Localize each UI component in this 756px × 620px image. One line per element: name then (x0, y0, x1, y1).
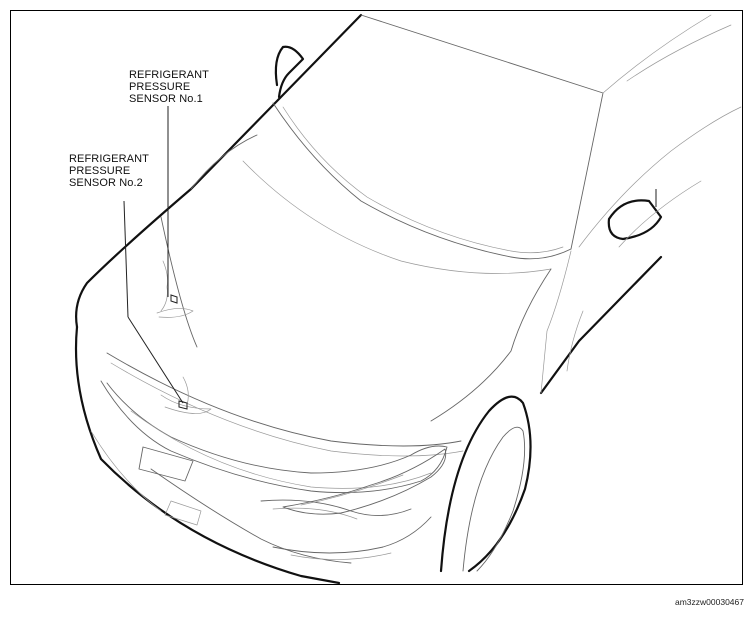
callout-line: SENSOR No.2 (69, 177, 143, 189)
leader-lines (123, 106, 184, 404)
callout-line: REFRIGERANT (129, 69, 209, 81)
callout-line: PRESSURE (69, 165, 131, 177)
callout-refrigerant-pressure-sensor-no1: REFRIGERANT PRESSURE SENSOR No.1 (129, 69, 209, 105)
illustration-frame: REFRIGERANT PRESSURE SENSOR No.1 REFRIGE… (10, 10, 743, 585)
refrigerant-pressure-sensor-no1 (156, 260, 194, 318)
headlight-right (282, 448, 447, 515)
car-body-outline (74, 13, 663, 584)
car-front-illustration (74, 13, 742, 584)
callout-refrigerant-pressure-sensor-no2: REFRIGERANT PRESSURE SENSOR No.2 (69, 153, 149, 189)
refrigerant-pressure-sensor-no2 (160, 376, 212, 414)
front-fascia (90, 380, 448, 564)
windshield-and-roof (272, 14, 742, 260)
callout-line: SENSOR No.1 (129, 93, 203, 105)
callout-line: PRESSURE (129, 81, 191, 93)
figure-id: am3zzw00030467 (675, 597, 744, 607)
callout-line: REFRIGERANT (69, 153, 149, 165)
hood-lines (106, 134, 584, 457)
